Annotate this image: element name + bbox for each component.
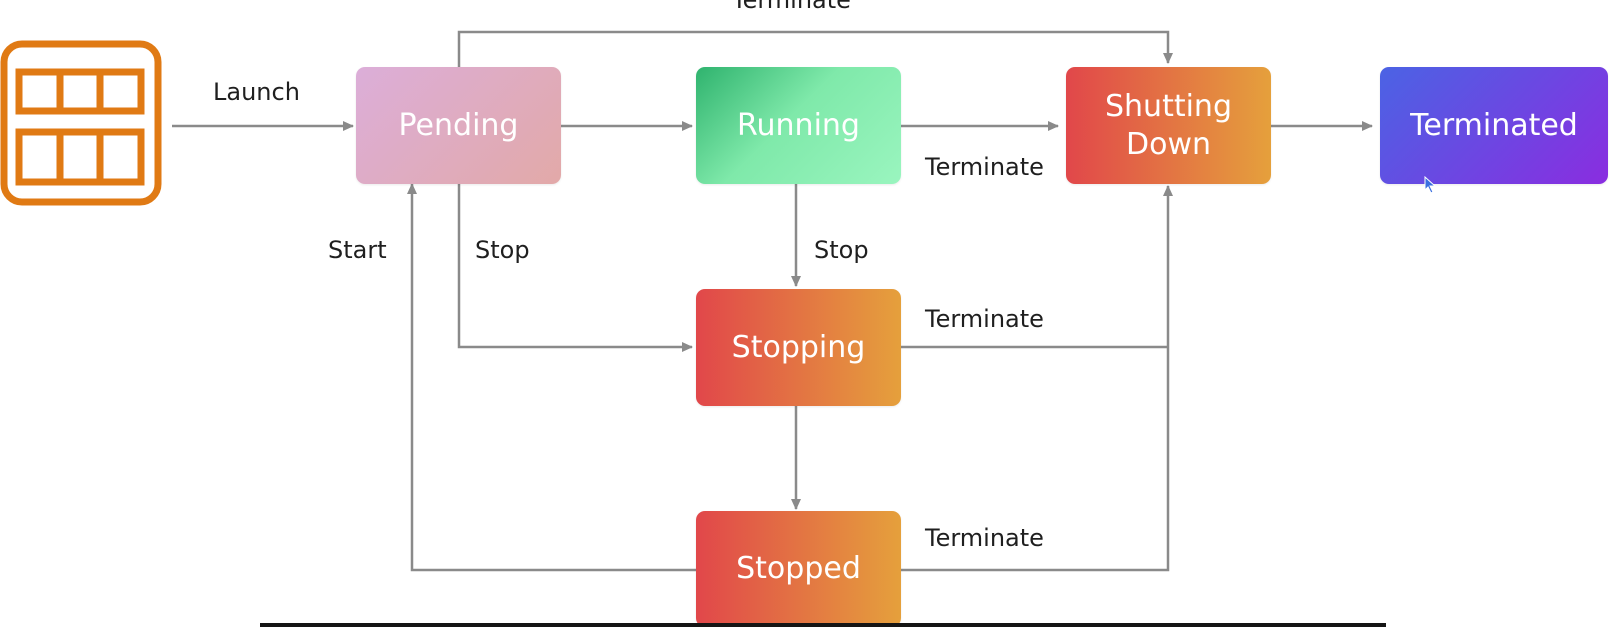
pending-to-stopping-arrow xyxy=(457,184,693,352)
state-stopping-label: Stopping xyxy=(731,329,866,365)
state-stopping: Stopping xyxy=(696,289,901,406)
state-shutting-down-label: Shutting Down xyxy=(1105,88,1232,162)
state-shutting-down: Shutting Down xyxy=(1066,67,1271,184)
transition-label-launch: Launch xyxy=(213,78,300,106)
transition-label-terminate-running: Terminate xyxy=(925,153,1044,181)
mouse-cursor-icon xyxy=(1424,176,1437,194)
ec2-instance-icon xyxy=(0,40,162,206)
state-stopped-label: Stopped xyxy=(736,551,861,586)
transition-label-stop-running: Stop xyxy=(814,236,869,264)
transition-label-start: Start xyxy=(328,236,387,264)
state-terminated-label: Terminated xyxy=(1410,107,1578,143)
state-pending-label: Pending xyxy=(398,107,519,143)
state-terminated: Terminated xyxy=(1380,67,1608,184)
transition-label-terminate-top: Terminate xyxy=(732,0,851,14)
state-stopped: Stopped xyxy=(696,511,901,627)
transition-label-terminate-stopped: Terminate xyxy=(925,524,1044,552)
start-arrow xyxy=(407,183,696,572)
transition-label-terminate-stopping: Terminate xyxy=(925,305,1044,333)
state-running: Running xyxy=(696,67,901,184)
transition-label-stop-pending: Stop xyxy=(475,236,530,264)
stopped-terminate-arrow xyxy=(900,185,1173,572)
terminate-top-arrow xyxy=(457,30,1173,67)
state-running-label: Running xyxy=(737,107,860,143)
state-pending: Pending xyxy=(356,67,561,184)
bottom-divider xyxy=(260,623,1386,627)
